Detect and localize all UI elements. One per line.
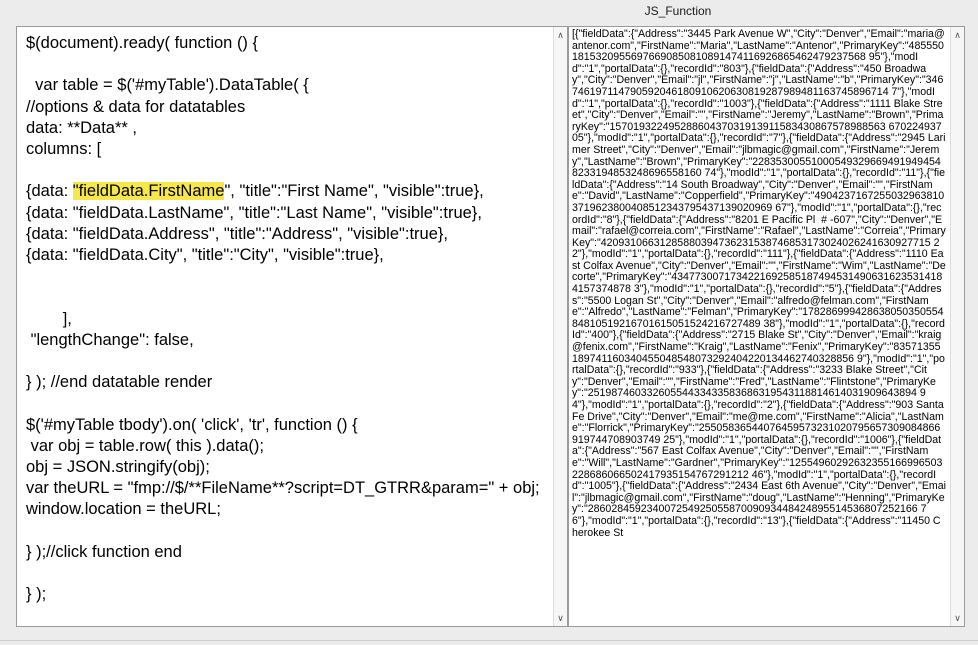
- code-text-after-highlight: ", "title":"First Name", "visible":true}…: [26, 182, 540, 604]
- scroll-up-arrow-icon[interactable]: ∧: [954, 30, 961, 40]
- code-editor-content[interactable]: $(document).ready( function () { var tab…: [17, 27, 553, 626]
- highlighted-text: "fieldData.FirstName: [72, 182, 225, 201]
- scroll-up-arrow-icon[interactable]: ∧: [557, 30, 564, 40]
- data-output-content[interactable]: [{"fieldData":{"Address":"3445 Park Aven…: [569, 27, 950, 626]
- scroll-down-arrow-icon[interactable]: ∨: [557, 613, 564, 623]
- data-output-scrollbar[interactable]: ∧ ∨: [950, 27, 964, 626]
- data-output-panel[interactable]: [{"fieldData":{"Address":"3445 Park Aven…: [568, 26, 965, 627]
- scroll-down-arrow-icon[interactable]: ∨: [954, 613, 961, 623]
- code-text-before-highlight: $(document).ready( function () { var tab…: [26, 34, 309, 201]
- code-editor-panel[interactable]: $(document).ready( function () { var tab…: [16, 26, 568, 627]
- code-text[interactable]: $(document).ready( function () { var tab…: [17, 27, 553, 605]
- window-title: JS_Function: [644, 4, 712, 18]
- json-data-text[interactable]: [{"fieldData":{"Address":"3445 Park Aven…: [572, 28, 947, 539]
- bottom-divider: [0, 640, 978, 641]
- code-editor-scrollbar[interactable]: ∧ ∨: [553, 27, 567, 626]
